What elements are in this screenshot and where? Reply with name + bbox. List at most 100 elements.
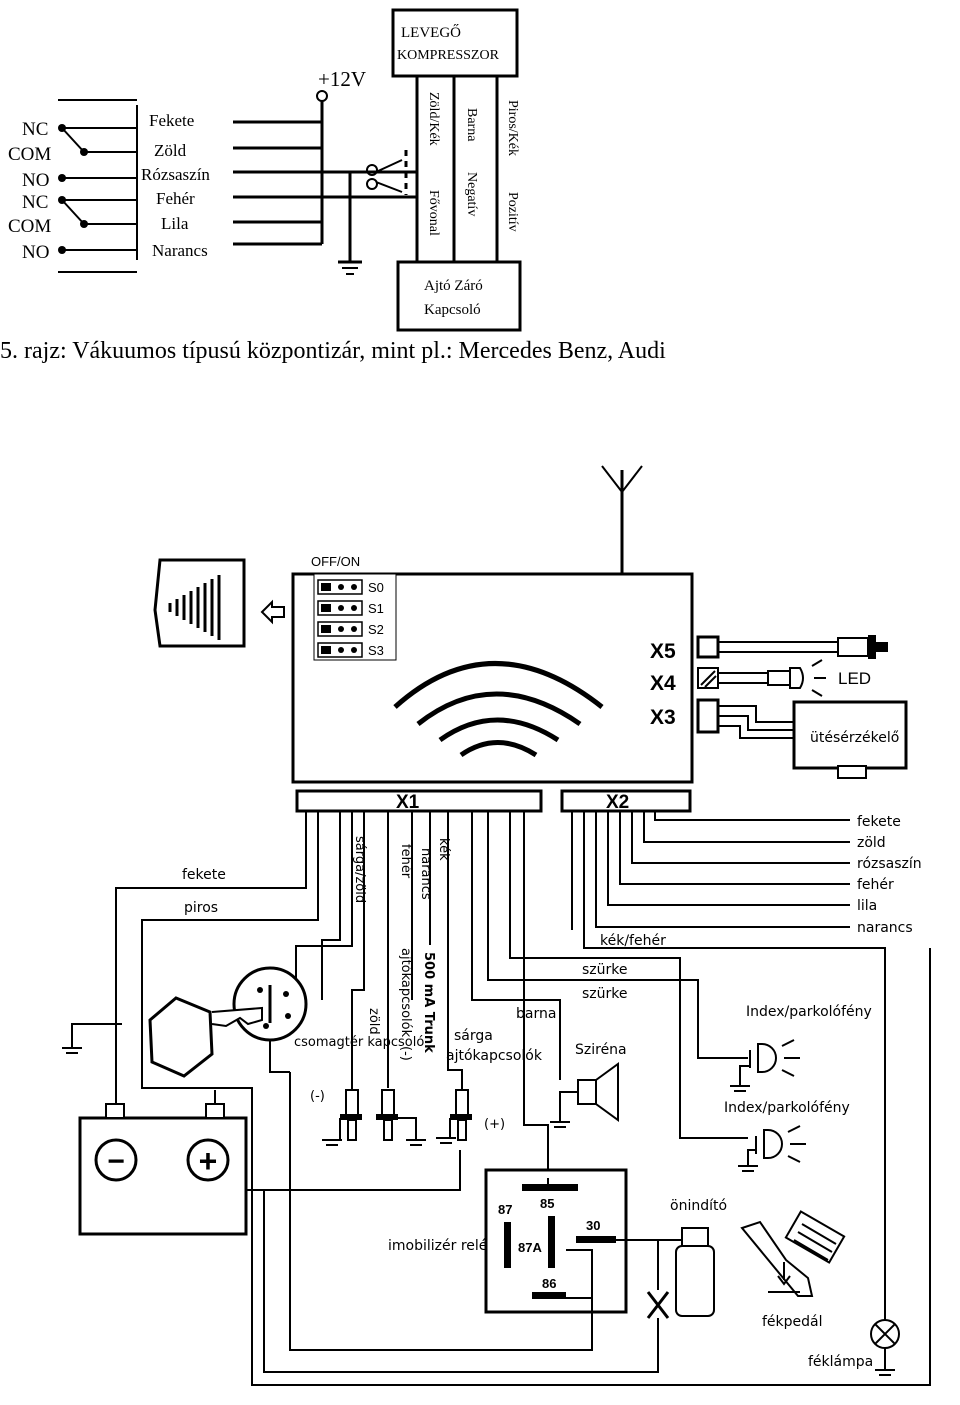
x2-wire-narancs: narancs	[857, 920, 913, 936]
top-diagram: LEVEGŐ KOMPRESSZOR Ajtó Záró Kapcsoló Zö…	[8, 8, 522, 332]
dip-s2: S2	[368, 622, 384, 637]
connector-x3: X3	[650, 706, 676, 729]
connector-x1-bar	[295, 789, 543, 813]
bottom-diagram: OFF/ON S0 S1 S2 S3	[62, 465, 931, 1386]
led-label: LED	[838, 669, 871, 688]
index-label-1: Index/parkolófény	[746, 1004, 872, 1020]
wire-fekete-label: fekete	[182, 867, 226, 883]
door-switch-label-2: Kapcsoló	[424, 302, 481, 318]
wire-lila: Lila	[161, 214, 189, 233]
dip-header: OFF/ON	[311, 554, 360, 569]
scissors-icon	[366, 159, 403, 193]
contact-nc-1: NC	[22, 119, 48, 140]
index-label-2: Index/parkolófény	[724, 1100, 850, 1116]
contact-no-2: NO	[22, 242, 49, 263]
brake-pedal-label: fékpedál	[762, 1314, 823, 1330]
x2-wire-feher: fehér	[857, 877, 894, 893]
door-switch-neg-label: ajtókapcsolók	[398, 948, 413, 1038]
dip-s1: S1	[368, 601, 384, 616]
push-button-icon	[837, 635, 888, 659]
relay-pin-85: 85	[540, 1196, 554, 1211]
compressor-label-1: LEVEGŐ	[401, 24, 461, 41]
door-switch-icons	[322, 1089, 472, 1146]
relay-label: imobilizér relé	[388, 1238, 487, 1254]
wire-kek-label: kék	[436, 838, 451, 861]
shock-sensor-box	[792, 700, 908, 770]
compressor-box	[391, 8, 519, 78]
contact-no-1: NO	[22, 170, 49, 191]
minus-label: (-)	[310, 1089, 325, 1104]
dip-s3: S3	[368, 643, 384, 658]
indicator-lamp-icon-1	[730, 1039, 800, 1092]
starter-label: önindító	[670, 1198, 727, 1214]
connector-x2-bar	[560, 789, 692, 813]
wire-label-green-blue: Zöld/Kék	[426, 92, 441, 146]
compressor-label-2: KOMPRESSZOR	[397, 48, 500, 63]
contact-nc-2: NC	[22, 192, 48, 213]
x2-wire-zold: zöld	[857, 835, 886, 851]
wire-narancs: Narancs	[152, 241, 208, 260]
shock-sensor-label: ütésérzékelő	[810, 730, 899, 746]
wire-rozsaszin: Rózsaszín	[141, 165, 210, 184]
wire-label-main: Fővonal	[426, 190, 441, 236]
relay-contacts	[58, 124, 137, 254]
door-switch-box	[396, 260, 522, 332]
connector-x5: X5	[650, 640, 676, 663]
wire-sarga-label: sárga	[454, 1028, 493, 1044]
wire-label-brown: Barna	[464, 108, 479, 142]
led-icon	[767, 659, 826, 697]
wire-barna-label: barna	[516, 1006, 556, 1022]
connector-x2: X2	[606, 792, 629, 813]
wire-szurke-2-label: szürke	[582, 986, 628, 1002]
siren-icon	[550, 1062, 619, 1128]
starter-motor-icon	[675, 1227, 715, 1317]
connector-x4: X4	[650, 672, 676, 695]
brake-lamp-icon	[870, 1319, 900, 1376]
wire-fekete: Fekete	[149, 111, 194, 130]
supply-label: +12V	[318, 67, 366, 91]
relay-pin-87a: 87A	[518, 1240, 542, 1255]
x2-wire-lila: lila	[857, 898, 877, 914]
figure-caption: 5. rajz: Vákuumos típusú központizár, mi…	[0, 338, 666, 364]
relay-pin-30: 30	[586, 1218, 600, 1233]
brake-lamp-label: féklámpa	[808, 1354, 873, 1370]
wire-kek-feher: kék/fehér	[600, 933, 666, 949]
x2-wire-fekete: fekete	[857, 814, 901, 830]
wire-piros-label: piros	[184, 900, 218, 916]
contact-com-2: COM	[8, 216, 51, 237]
relay-pin-86: 86	[542, 1276, 556, 1291]
arrow-left-icon	[260, 599, 285, 625]
ground-icon-left	[62, 1023, 122, 1054]
antenna-icon	[601, 465, 643, 574]
wire-narancs-label: narancs	[418, 848, 433, 900]
wire-szurke-1-label: szürke	[582, 962, 628, 978]
wire-zold-label: zöld	[366, 1008, 381, 1035]
trunk-switch-label-1: csomagtér kapcsoló	[294, 1035, 424, 1050]
indicator-lamp-icon-2	[738, 1125, 806, 1172]
wire-label-red-blue: Piros/Kék	[505, 100, 520, 156]
wire-zold: Zöld	[154, 141, 187, 160]
dip-s0: S0	[368, 580, 384, 595]
wire-feher: Fehér	[156, 189, 195, 208]
battery-plus-label: +	[199, 1143, 218, 1179]
battery-minus-terminal	[94, 1138, 138, 1182]
battery-plus-terminal	[186, 1138, 230, 1182]
wire-label-negative: Negatív	[464, 172, 479, 216]
door-switch-pos-label: ajtókapcsolók	[446, 1048, 543, 1064]
dip-switch-block	[317, 579, 363, 658]
trunk-500-label: 500 mA Trunk	[421, 952, 436, 1053]
contact-com-1: COM	[8, 144, 51, 165]
battery-minus-label: −	[107, 1145, 125, 1178]
radio-waves-icon	[393, 661, 604, 758]
door-switch-label-1: Ajtó Záró	[424, 278, 483, 294]
brake-pedal-icon	[740, 1210, 846, 1297]
wire-label-positive: Pozitív	[505, 192, 520, 232]
wire-feher-label: fehér	[398, 844, 413, 879]
plus-label: (+)	[484, 1117, 505, 1132]
siren-label: Sziréna	[575, 1042, 627, 1058]
door-minus-label: (-)	[398, 1046, 413, 1061]
speaker-bars-icon	[168, 575, 221, 640]
relay-pin-87: 87	[498, 1202, 512, 1217]
x2-wire-rozsaszin: rózsaszín	[857, 856, 922, 872]
